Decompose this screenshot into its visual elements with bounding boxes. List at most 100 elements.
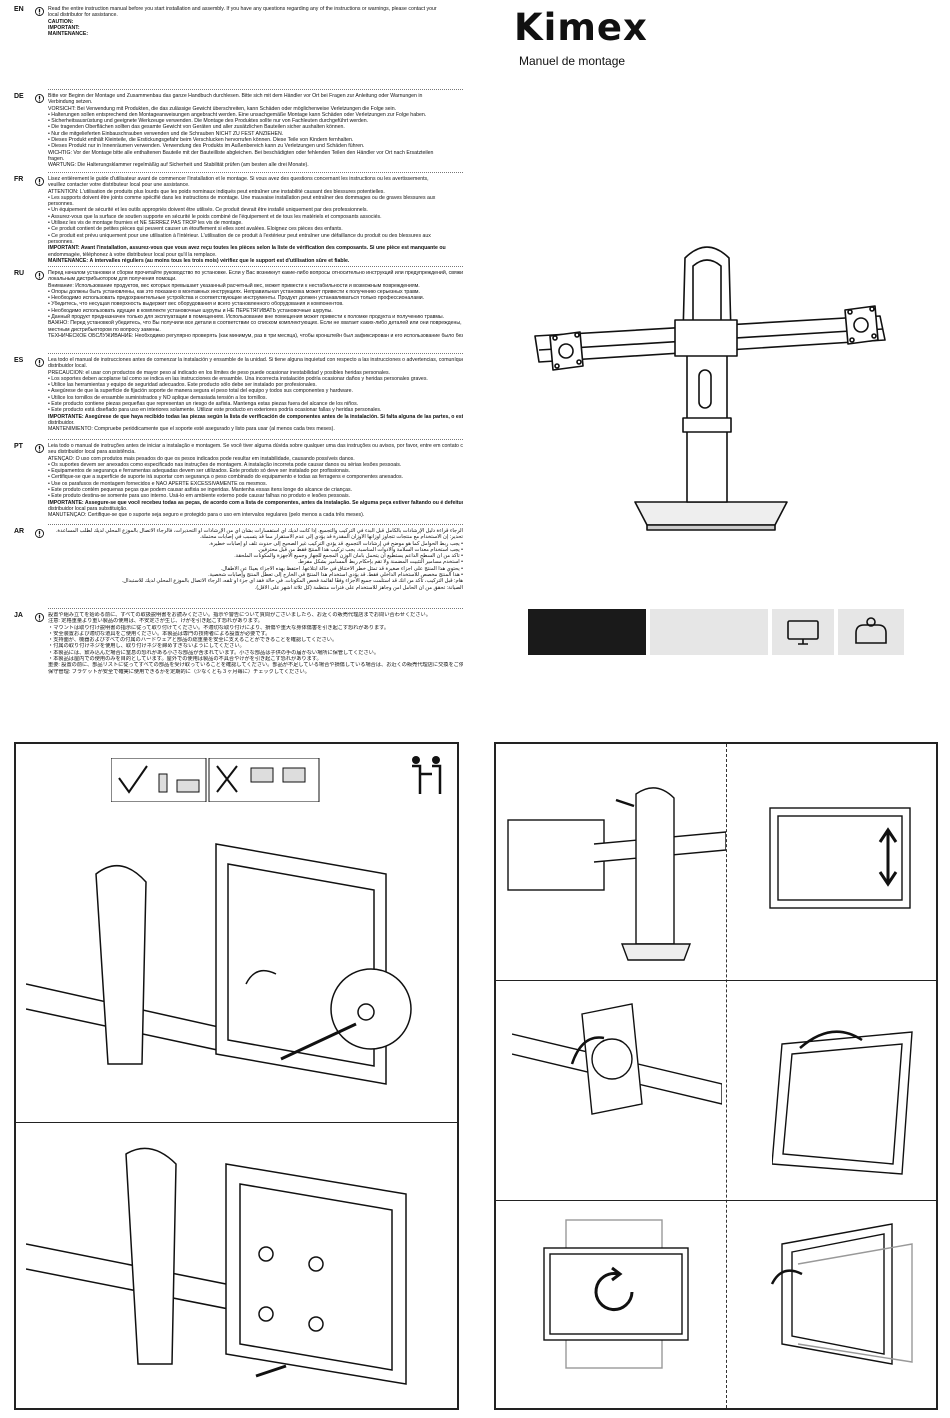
instruction-line: • Certifique-se que a superfície de supo…: [48, 474, 404, 481]
instruction-line: • Este produto contém pequenas peças que…: [48, 487, 353, 494]
instruction-line: IMPORTANTE: Asegúrese de que haya recibi…: [48, 413, 463, 420]
step-2-cell: [496, 744, 936, 981]
warning-icon: [35, 94, 44, 103]
instruction-line: ・付属の取り付けネジを使用し、取り付けネジを締めすぎないようにしてください。: [48, 643, 245, 650]
instruction-line: • Опоры должны быть установлены, как это…: [48, 288, 420, 295]
step-panel-left: [14, 742, 459, 1410]
instruction-line: distribuidor local.: [48, 363, 87, 370]
tab-blank: [650, 609, 768, 655]
vesa-mount-illustration: [26, 843, 412, 1085]
instruction-line: • Die tragenden Oberflächen sollten das …: [48, 124, 345, 131]
warning-icon: [35, 7, 44, 16]
warning-icon: [35, 529, 44, 538]
instruction-line: • يجب استخدام معدات السلامة والأدوات الم…: [257, 546, 463, 553]
instruction-line: • تأكد من أن السطح الداعم يستطيع أن يتحم…: [234, 553, 463, 560]
tab-bracket: [838, 609, 904, 655]
instruction-line: • Este produto destina-se somente para u…: [48, 493, 351, 500]
instruction-line: • هذا المنتج مخصص للاستخدام الداخلي فقط.…: [208, 572, 463, 579]
instruction-line: Перед началом установки и сборки прочита…: [48, 270, 463, 276]
instruction-line: • يجب ربط الحوامل كما هو موضح في إرشادات…: [208, 540, 463, 547]
language-separator: [48, 608, 463, 609]
language-separator: [48, 439, 463, 440]
instruction-text: Leia todo o manual de instruções antes d…: [48, 443, 463, 519]
instruction-text: الرجاء قراءة دليل الإرشادات بالكامل قبل …: [48, 528, 463, 591]
instruction-line: ТЕХНИЧЕСКОЕ ОБСЛУЖИВАНИЕ: Необходимо рег…: [48, 332, 463, 339]
cross-icon: [216, 765, 238, 793]
tab-stand: [528, 609, 646, 655]
product-illustration: [534, 246, 886, 531]
instruction-line: 設置や組み立てを始める前に、すべての取扱説明書をお読みください。指示や警告につい…: [48, 612, 431, 618]
instruction-line: • Данный продукт предназначен только для…: [48, 314, 445, 321]
instruction-line: fragen.: [48, 155, 65, 162]
document-subtitle: Manuel de montage: [519, 54, 626, 68]
tilt-adjust-illustration: [512, 1003, 722, 1115]
instruction-line: • Este producto contiene piezas pequeñas…: [48, 401, 359, 408]
step-1-cell: [16, 744, 457, 1123]
instruction-line: personnes.: [48, 201, 74, 208]
instruction-line: • Необходимо использовать идущие в компл…: [48, 307, 333, 314]
instruction-line: MANTENIMIENTO: Compruebe periódicamente …: [48, 426, 335, 433]
instruction-text: 設置や組み立てを始める前に、すべての取扱説明書をお読みください。指示や警告につい…: [48, 612, 463, 675]
instruction-line: PRECAUCIÓN: el usar con productos de may…: [48, 369, 390, 376]
check-icon: [118, 765, 148, 794]
instruction-line: endommagée, téléphonez à votre distribut…: [48, 251, 217, 258]
instruction-line: местным дистрибьютором по вопросу замены…: [48, 326, 161, 333]
step-3-cell: [496, 980, 936, 1201]
instruction-line: MANUTENÇÃO: Certifique-se que o suporte …: [48, 512, 365, 519]
instruction-line: IMPORTANTE: Assegure-se que você recebeu…: [48, 499, 463, 506]
instruction-line: personnes.: [48, 238, 74, 245]
screw-selection-guide: [111, 758, 320, 802]
language-separator: [48, 266, 463, 267]
instruction-line: • Assurez-vous que la surface de soutien…: [48, 213, 382, 220]
instruction-line: IMPORTANT: Avant l'installation, assurez…: [48, 245, 446, 252]
monitor-height-illustration: [769, 807, 911, 909]
instruction-line: • يحتوي هذا المنتج على أجزاء صغيرة قد تم…: [220, 565, 463, 572]
instruction-line: Lisez entièrement le guide d'utilisateur…: [48, 176, 429, 182]
warning-icon: [35, 177, 44, 186]
instruction-line: WARTUNG: Die Halterungsklammer regelmäßi…: [48, 162, 309, 169]
instruction-line: distribuidor local para substituição.: [48, 505, 128, 512]
instruction-line: تحذير: إن الاستخدام مع منتجات تتجاوز أوز…: [199, 534, 463, 541]
language-code: PT: [14, 443, 23, 450]
height-adjust-illustration: [507, 787, 726, 961]
instruction-line: • Необходимо использовать предохранитель…: [48, 295, 425, 302]
instruction-line: • Sicherheitsausrüstung und geeignete We…: [48, 118, 369, 125]
instruction-line: • Este producto está diseñado para uso e…: [48, 407, 382, 414]
instruction-line: • Nur die mitgelieferten Einbauschrauben…: [48, 130, 284, 137]
instruction-line: ・マウントは取り付け説明書の指示に従って取り付けてください。不適切な取り付けによ…: [48, 624, 390, 631]
instruction-line: Внимание: Использование продуктов, вес к…: [48, 282, 420, 289]
instruction-line: IMPORTANT:: [48, 24, 80, 31]
instruction-line: Bitte vor Beginn der Montage und Zusamme…: [48, 93, 423, 99]
two-person-lift-icon: [412, 756, 442, 794]
language-separator: [48, 353, 463, 354]
instruction-line: • Los soportes deben acoplarse tal como …: [48, 375, 428, 382]
warning-icon: [35, 613, 44, 622]
instruction-text: Перед началом установки и сборки прочита…: [48, 270, 463, 339]
swivel-illustration: [770, 1223, 913, 1365]
brand-logo: Kimex: [514, 6, 648, 49]
instruction-line: ・安全装置および適切な道具をご使用ください。本製品は専門の技術者による設置が必要…: [48, 630, 271, 637]
instruction-line: • Un équipement de sécurité et les outil…: [48, 207, 368, 214]
instruction-line: • Utilice los tornillos de ensamble sumi…: [48, 394, 267, 401]
rotation-illustration: [543, 1219, 689, 1369]
instruction-line: ・本製品は屋内での使用のみを目的としています。屋外での使用は製品の不具合やけがを…: [48, 656, 322, 663]
instruction-line: • استخدم مسامير التثبيت المضمنة ولا تقم …: [297, 559, 463, 566]
instruction-line: Lea todo el manual de instrucciones ante…: [48, 357, 463, 363]
instruction-line: distribuidor.: [48, 419, 75, 426]
language-separator: [48, 172, 463, 173]
instruction-text: Lea todo el manual de instrucciones ante…: [48, 357, 463, 433]
tab-monitor: [772, 609, 834, 655]
language-code: FR: [14, 176, 24, 183]
language-code: ES: [14, 357, 24, 364]
instruction-line: Read the entire instruction manual befor…: [48, 6, 437, 12]
instruction-line: CAUTION:: [48, 18, 74, 25]
instruction-line: • Dieses Produkt nur in Innenräumen verw…: [48, 143, 365, 150]
instruction-line: • Equipamentos de segurança e ferramenta…: [48, 468, 351, 475]
instruction-line: • Asegúrese de que la superficie de fija…: [48, 388, 353, 395]
language-code: AR: [14, 528, 25, 535]
instruction-line: • Ce produit est prévu uniquement pour u…: [48, 232, 431, 239]
instruction-line: Leia todo o manual de instruções antes d…: [48, 443, 463, 449]
instruction-line: ВАЖНО: Перед установкой убедитесь, что В…: [48, 320, 463, 327]
instruction-text: Read the entire instruction manual befor…: [48, 6, 463, 37]
instruction-line: الرجاء قراءة دليل الإرشادات بالكامل قبل …: [55, 528, 463, 534]
